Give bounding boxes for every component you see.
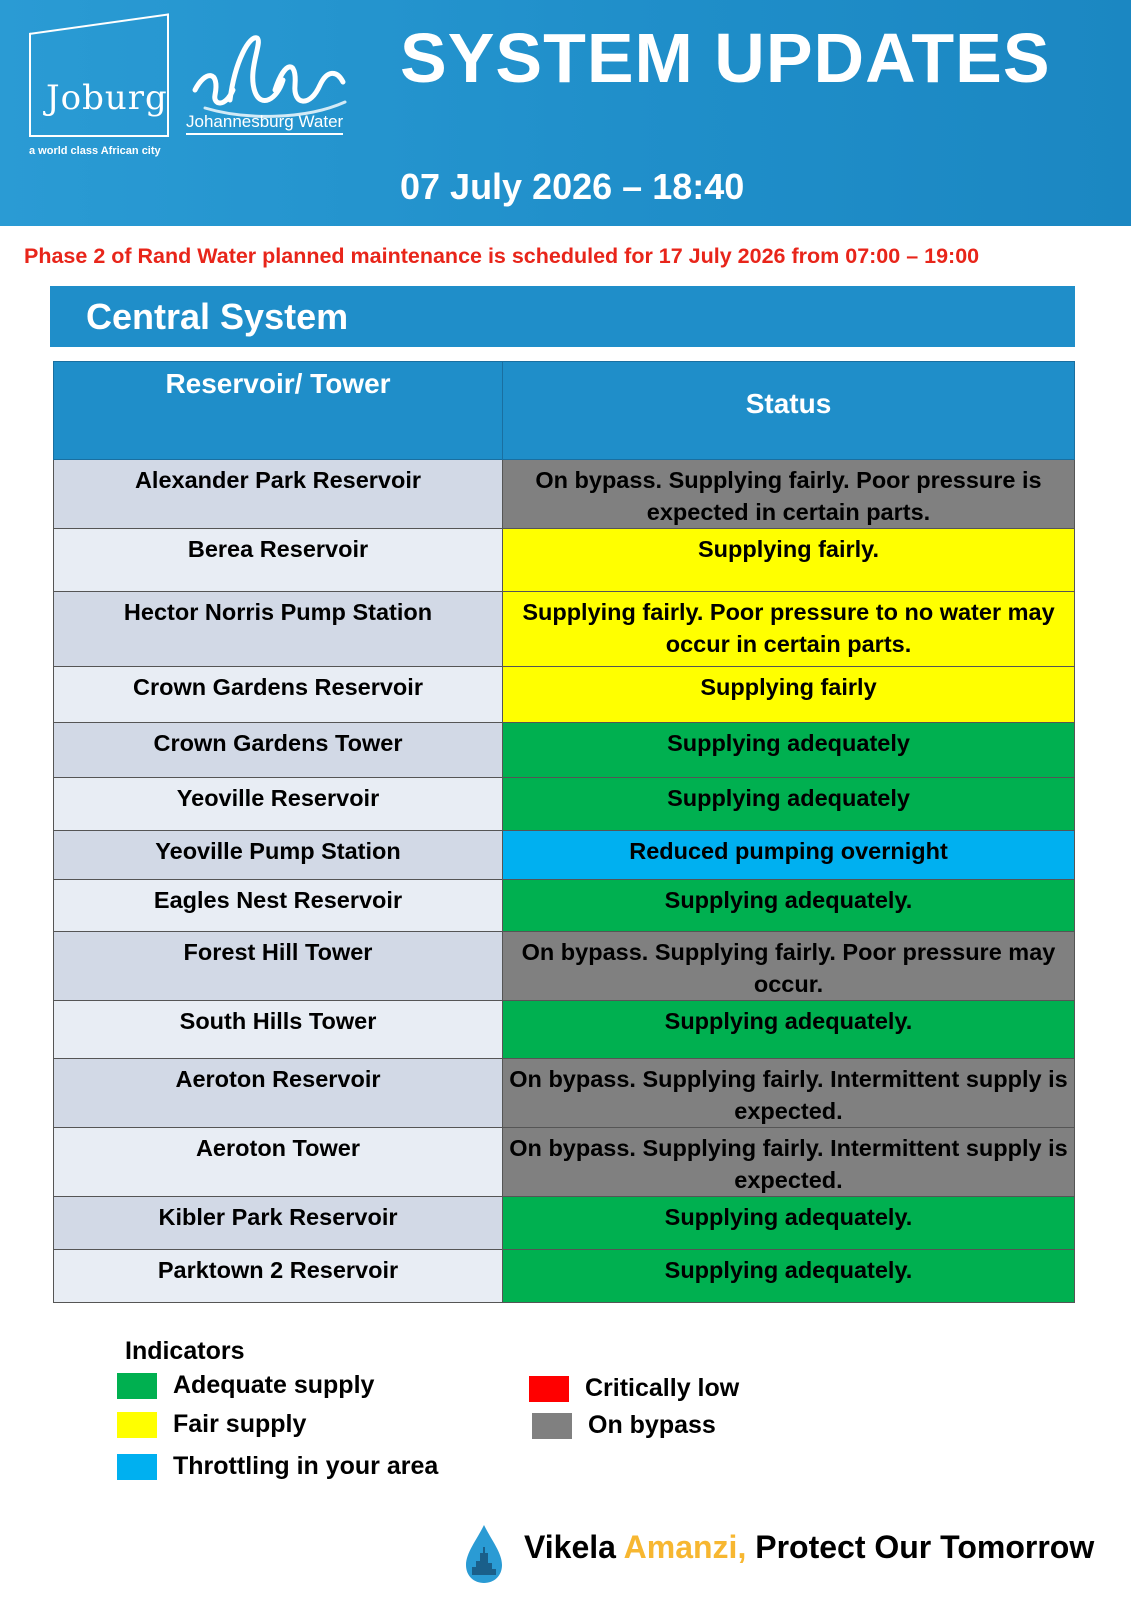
reservoir-name-cell: Berea Reservoir <box>53 528 503 592</box>
reservoir-name-cell: Crown Gardens Tower <box>53 722 503 778</box>
johannesburg-water-logo-icon <box>192 35 347 118</box>
status-cell: Reduced pumping overnight <box>502 830 1075 880</box>
status-cell: Supplying adequately <box>502 722 1075 778</box>
joburg-tagline: a world class African city <box>29 145 161 157</box>
status-cell: Supplying fairly. Poor pressure to no wa… <box>502 591 1075 667</box>
legend-swatch <box>532 1412 572 1439</box>
section-header: Central System <box>50 286 1075 347</box>
legend-label: Throttling in your area <box>173 1452 439 1480</box>
legend-swatch <box>117 1453 157 1480</box>
footer-slogan: Vikela Amanzi, Protect Our Tomorrow <box>524 1529 1094 1566</box>
status-cell: Supplying fairly. <box>502 528 1075 592</box>
column-header-reservoir: Reservoir/ Tower <box>53 361 503 460</box>
legend-on-bypass: On bypass <box>532 1411 716 1440</box>
status-cell: Supplying adequately. <box>502 1249 1075 1303</box>
update-datetime: 07 July 2026 – 18:40 <box>400 166 745 207</box>
slogan-part-3: Protect Our Tomorrow <box>746 1529 1095 1565</box>
reservoir-name-cell: South Hills Tower <box>53 1000 503 1059</box>
reservoir-name-cell: Aeroton Reservoir <box>53 1058 503 1128</box>
reservoir-name-cell: Aeroton Tower <box>53 1127 503 1197</box>
status-cell: Supplying adequately. <box>502 1000 1075 1059</box>
legend-label: Fair supply <box>173 1410 307 1438</box>
status-cell: Supplying adequately <box>502 777 1075 831</box>
status-cell: Supplying fairly <box>502 666 1075 723</box>
reservoir-name-cell: Yeoville Reservoir <box>53 777 503 831</box>
status-cell: Supplying adequately. <box>502 1196 1075 1250</box>
maintenance-notice: Phase 2 of Rand Water planned maintenanc… <box>24 244 980 268</box>
reservoir-name-cell: Forest Hill Tower <box>53 931 503 1001</box>
header-banner: Joburg a world class African city Johann… <box>0 0 1131 226</box>
slogan-part-1: Vikela <box>524 1529 624 1565</box>
legend-fair-supply: Fair supply <box>117 1410 306 1439</box>
legend-swatch <box>117 1411 157 1438</box>
reservoir-name-cell: Crown Gardens Reservoir <box>53 666 503 723</box>
status-cell: On bypass. Supplying fairly. Poor pressu… <box>502 931 1075 1001</box>
joburg-logo: Joburg <box>46 78 168 118</box>
legend-label: On bypass <box>588 1411 716 1439</box>
legend-swatch <box>529 1375 569 1402</box>
page-title: SYSTEM UPDATES <box>400 19 1051 97</box>
table-header-row: Reservoir/ Tower Status <box>53 361 1075 460</box>
reservoir-name-cell: Parktown 2 Reservoir <box>53 1249 503 1303</box>
legend-label: Adequate supply <box>173 1371 375 1399</box>
legend-critically-low: Critically low <box>529 1374 739 1403</box>
reservoir-name-cell: Hector Norris Pump Station <box>53 591 503 667</box>
status-cell: On bypass. Supplying fairly. Intermitten… <box>502 1058 1075 1128</box>
status-cell: On bypass. Supplying fairly. Poor pressu… <box>502 459 1075 529</box>
reservoir-name-cell: Alexander Park Reservoir <box>53 459 503 529</box>
column-header-status: Status <box>502 361 1075 460</box>
legend-adequate-supply: Adequate supply <box>117 1371 374 1400</box>
indicators-title: Indicators <box>125 1337 245 1365</box>
water-drop-icon <box>466 1525 502 1583</box>
legend-label: Critically low <box>585 1374 740 1402</box>
section-title: Central System <box>86 296 349 337</box>
joburg-logo-frame <box>29 35 169 137</box>
reservoir-name-cell: Yeoville Pump Station <box>53 830 503 880</box>
legend-throttling: Throttling in your area <box>117 1452 438 1481</box>
slogan-amanzi: Amanzi, <box>623 1529 747 1565</box>
legend-swatch <box>117 1372 157 1399</box>
reservoir-name-cell: Eagles Nest Reservoir <box>53 879 503 932</box>
status-cell: On bypass. Supplying fairly. Intermitten… <box>502 1127 1075 1197</box>
johannesburg-water-name: Johannesburg Water <box>186 112 344 135</box>
status-table: Reservoir/ Tower Status Alexander Park R… <box>53 361 1075 1303</box>
status-cell: Supplying adequately. <box>502 879 1075 932</box>
reservoir-name-cell: Kibler Park Reservoir <box>53 1196 503 1250</box>
